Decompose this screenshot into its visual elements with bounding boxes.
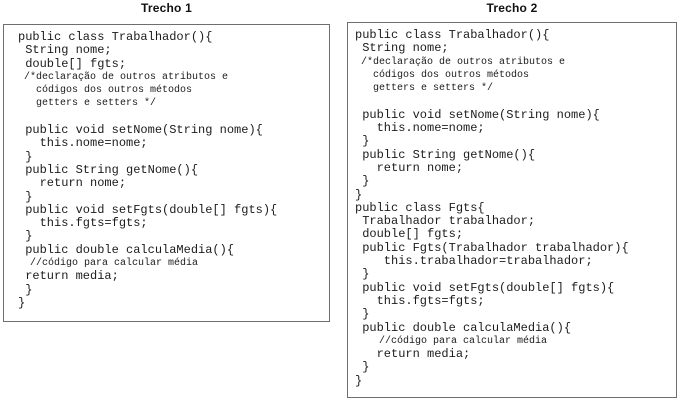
code-box-trecho-1: public class Trabalhador(){ String nome;…: [3, 24, 330, 322]
code-line: double[] fgts;: [355, 227, 464, 242]
code-line: //código para calcular média: [18, 258, 199, 270]
code-line: }: [18, 149, 33, 164]
code-line: }: [18, 282, 33, 297]
code-line: getters e setters */: [18, 98, 157, 110]
code-line: }: [355, 134, 370, 149]
code-line: }: [355, 267, 370, 282]
code-line: [355, 95, 674, 108]
code-line: getters e setters */: [355, 83, 494, 95]
code-line: this.fgts=fgts;: [355, 293, 485, 308]
code-line: public class Trabalhador(){: [355, 28, 550, 42]
code-line: return nome;: [18, 176, 127, 191]
code-line: códigos dos outros métodos: [18, 85, 193, 97]
code-line: double[] fgts;: [18, 56, 127, 71]
code-line: }: [355, 174, 370, 189]
panel-title-trecho-2: Trecho 2: [486, 1, 538, 15]
code-line: public double calculaMedia(){: [18, 242, 235, 257]
code-line: return media;: [355, 347, 471, 362]
code-line: public String getNome(){: [355, 147, 536, 162]
panel-title-trecho-1: Trecho 1: [141, 1, 192, 15]
code-line: this.nome=nome;: [18, 136, 148, 151]
code-line: String nome;: [18, 43, 112, 58]
code-box-trecho-2: public class Trabalhador(){ String nome;…: [347, 22, 677, 398]
code-line: public String getNome(){: [18, 162, 199, 177]
code-line: }: [355, 373, 363, 388]
code-line: //código para calcular média: [355, 335, 548, 347]
code-line: /*declaração de outros atributos e: [18, 71, 229, 83]
code-line: códigos dos outros métodos: [355, 69, 530, 81]
code-line: [18, 111, 327, 124]
code-line: public class Trabalhador(){: [18, 30, 213, 44]
code-line: return media;: [18, 269, 119, 284]
code-line: }: [18, 295, 26, 310]
code-line: }: [18, 189, 33, 204]
code-line: /*declaração de outros atributos e: [355, 56, 566, 68]
code-line: this.trabalhador=trabalhador;: [355, 254, 593, 269]
code-line: public void setFgts(double[] fgts){: [355, 280, 615, 295]
code-line: }: [18, 229, 33, 244]
code-line: public class Fgts{: [355, 200, 485, 215]
code-line: public void setNome(String nome){: [18, 123, 263, 138]
code-line: this.nome=nome;: [355, 121, 485, 136]
code-line: }: [355, 187, 363, 202]
code-line: }: [355, 360, 370, 375]
code-line: return nome;: [355, 160, 464, 175]
code-line: this.fgts=fgts;: [18, 216, 148, 231]
code-line: String nome;: [355, 41, 449, 56]
code-line: public double calculaMedia(){: [355, 320, 572, 335]
code-line: Trabalhador trabalhador;: [355, 214, 536, 229]
code-line: }: [355, 307, 370, 322]
code-line: public Fgts(Trabalhador trabalhador){: [355, 240, 629, 255]
code-line: public void setNome(String nome){: [355, 107, 600, 122]
code-line: public void setFgts(double[] fgts){: [18, 202, 278, 217]
